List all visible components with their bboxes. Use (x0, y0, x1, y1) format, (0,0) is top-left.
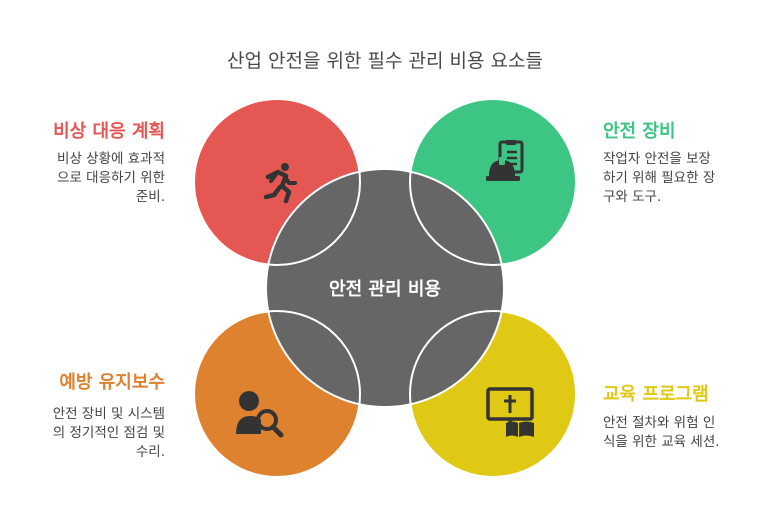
person-search-icon (236, 391, 284, 438)
page-title: 산업 안전을 위한 필수 관리 비용 요소들 (227, 50, 543, 72)
running-person-icon (263, 163, 297, 204)
training-board-icon (486, 387, 534, 437)
safety-equipment-heading: 안전 장비 (603, 121, 676, 142)
safety-equipment-description: 작업자 안전을 보장 하기 위해 필요한 장 구와 도구. (603, 151, 716, 205)
preventive-maintenance-description: 안전 장비 및 시스템 의 정기적인 점검 및 수리. (52, 406, 165, 460)
emergency-response-heading: 비상 대응 계획 (53, 121, 165, 142)
training-program-heading: 교육 프로그램 (603, 384, 709, 405)
emergency-response-description: 비상 상황에 효과적 으로 대응하기 위한 준비. (57, 151, 165, 205)
preventive-maintenance-heading: 예방 유지보수 (59, 372, 165, 393)
center-label: 안전 관리 비용 (329, 279, 441, 300)
hardhat-clipboard-icon (486, 140, 524, 181)
training-program-description: 안전 절차와 위험 인 식을 위한 교육 세션. (603, 415, 720, 450)
center-circle (265, 168, 505, 408)
